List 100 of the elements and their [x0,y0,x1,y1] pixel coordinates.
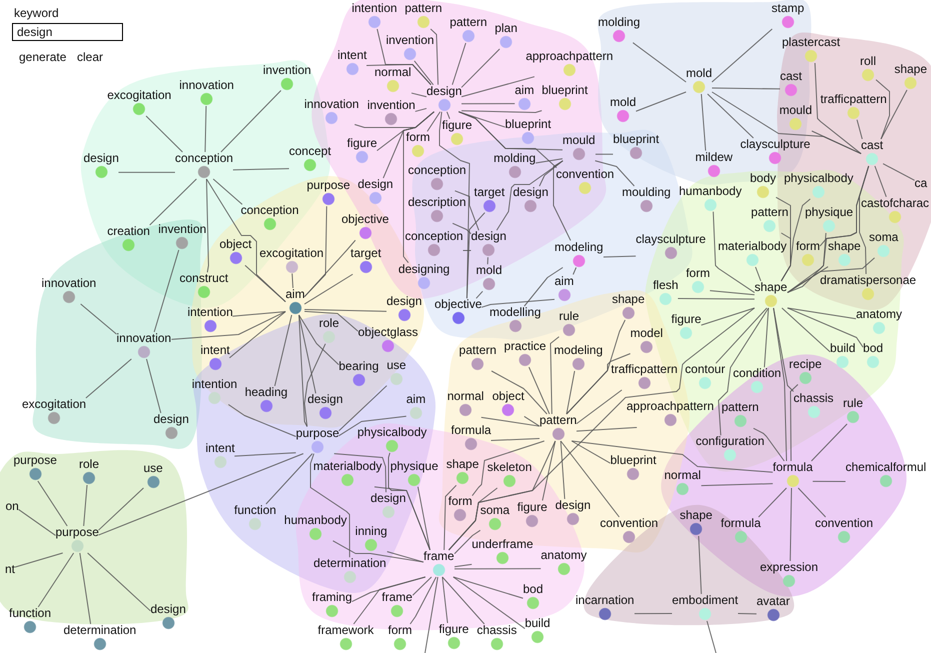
connector-line [79,552,92,624]
word-node: determination [314,557,386,584]
connector-line [304,309,387,312]
connector-line [781,308,831,352]
connector-line [718,308,769,436]
word-node: anatomy [856,308,902,335]
word-node: framework [318,624,374,651]
connector-line [37,480,68,526]
word-node: mildew [695,150,733,178]
connector-line [228,404,296,437]
connector-line [571,440,611,464]
connector-line [798,488,826,518]
connector-line [787,232,826,294]
word-node: formula [772,461,813,488]
word-node: chemicalformul [846,461,926,488]
connector-line [758,488,787,518]
word-node: mold [476,264,502,292]
word-node: approachpattern [626,400,714,428]
connector-line [98,453,304,536]
clear-button: clear [73,51,108,64]
word-node: target [474,186,505,213]
connector-line [304,343,326,428]
word-node: cast [780,70,802,97]
connector-line [709,290,755,296]
connector-line [634,613,672,614]
connector-line [528,366,550,414]
connector-line [790,384,798,462]
connector-line [171,311,286,340]
connector-line [882,163,915,181]
word-node: design [386,295,422,322]
connector-line [410,576,437,624]
word-node: expression [760,561,818,588]
word-node: excogitation [22,398,86,425]
word-node: aim [286,288,305,315]
word-node: heading [244,386,288,413]
word-node: invention [158,223,206,250]
word-node: design [513,186,548,214]
word-node: form [686,266,710,294]
node-label: on [6,500,19,512]
connector-line [496,160,564,231]
connector-line [426,111,441,132]
word-node: shape [754,281,788,308]
word-node: figure [438,623,469,650]
connector-line [80,304,117,335]
connector-line [146,116,183,152]
word-node: intention [352,2,398,29]
connector-line [700,94,706,152]
connector-line [452,222,472,234]
word-node: frame [424,550,454,577]
word-node: designing [398,262,450,290]
connector-line [439,111,470,299]
connector-line [524,416,540,427]
word-node: convention [815,517,874,544]
connector-line [480,416,540,427]
word-node: build [524,617,550,644]
connector-line [535,158,563,164]
word-node: approachpattern [526,50,614,77]
connector-line [229,311,286,358]
word-node: aim [554,274,574,302]
word-node: excogitation [260,246,324,274]
word-node: design [84,152,119,179]
connector-line [876,79,890,140]
word-node: roll [860,55,876,82]
word-node: objective [342,213,389,240]
word-node: humanbody [679,184,742,212]
word-node: normal [374,66,412,94]
connector-line [452,576,524,599]
word-node: blueprint [613,133,660,160]
word-node: plastercast [782,36,840,63]
word-node: stamp [772,2,804,29]
connector-line [560,440,566,500]
connector-line [234,452,296,457]
connector-line [595,154,614,155]
word-node: determination [64,624,136,651]
connector-line [698,536,702,594]
connector-line [712,28,773,82]
word-node: physicalbody [357,426,427,453]
connector-line [452,42,466,86]
connector-line [353,576,426,624]
connector-line [706,620,716,653]
word-node: rule [843,397,864,424]
word-node: intention [192,378,238,404]
word-node: bod [523,583,544,610]
connector-line [386,551,424,563]
word-node: design [308,393,343,420]
connector-line [206,178,209,273]
word-node: anatomy [540,549,587,576]
word-node: invention [386,34,434,61]
word-node: invention [263,64,312,90]
word-node: practice [504,340,546,368]
connector-line [411,92,427,98]
word-node: shape [828,240,861,267]
word-node: convention [556,168,614,195]
word-node: contour [685,363,726,390]
word-node: description [408,196,466,224]
word-node: trafficpattern [611,363,678,390]
word-node: bearing [338,360,379,388]
word-node: target [350,247,382,274]
word-node: shape [680,509,712,536]
connector-line [461,48,500,88]
